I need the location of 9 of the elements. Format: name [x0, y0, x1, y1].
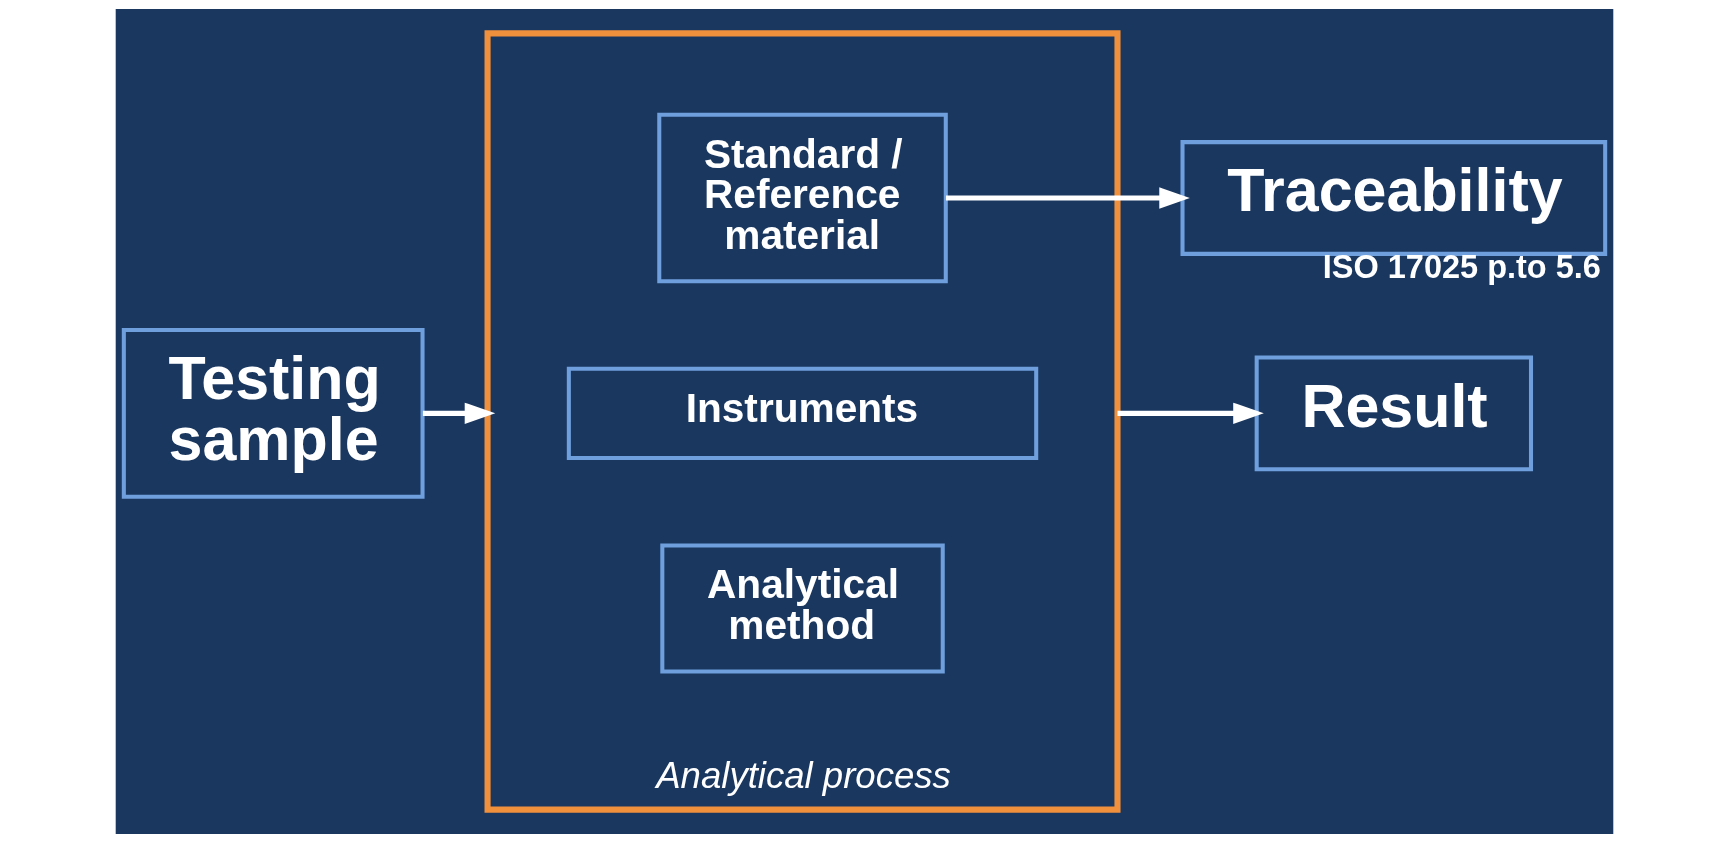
- node-box: Standard / Reference material: [656, 112, 948, 283]
- arrow: [422, 402, 495, 424]
- node-box: Instruments: [566, 366, 1038, 460]
- node-box: Analytical method: [659, 542, 945, 673]
- node-box: Testing sample: [121, 327, 425, 499]
- arrow: [945, 186, 1190, 209]
- arrow: [1117, 402, 1264, 424]
- node-box: Traceability: [1180, 139, 1607, 256]
- node-box: Result: [1254, 354, 1533, 471]
